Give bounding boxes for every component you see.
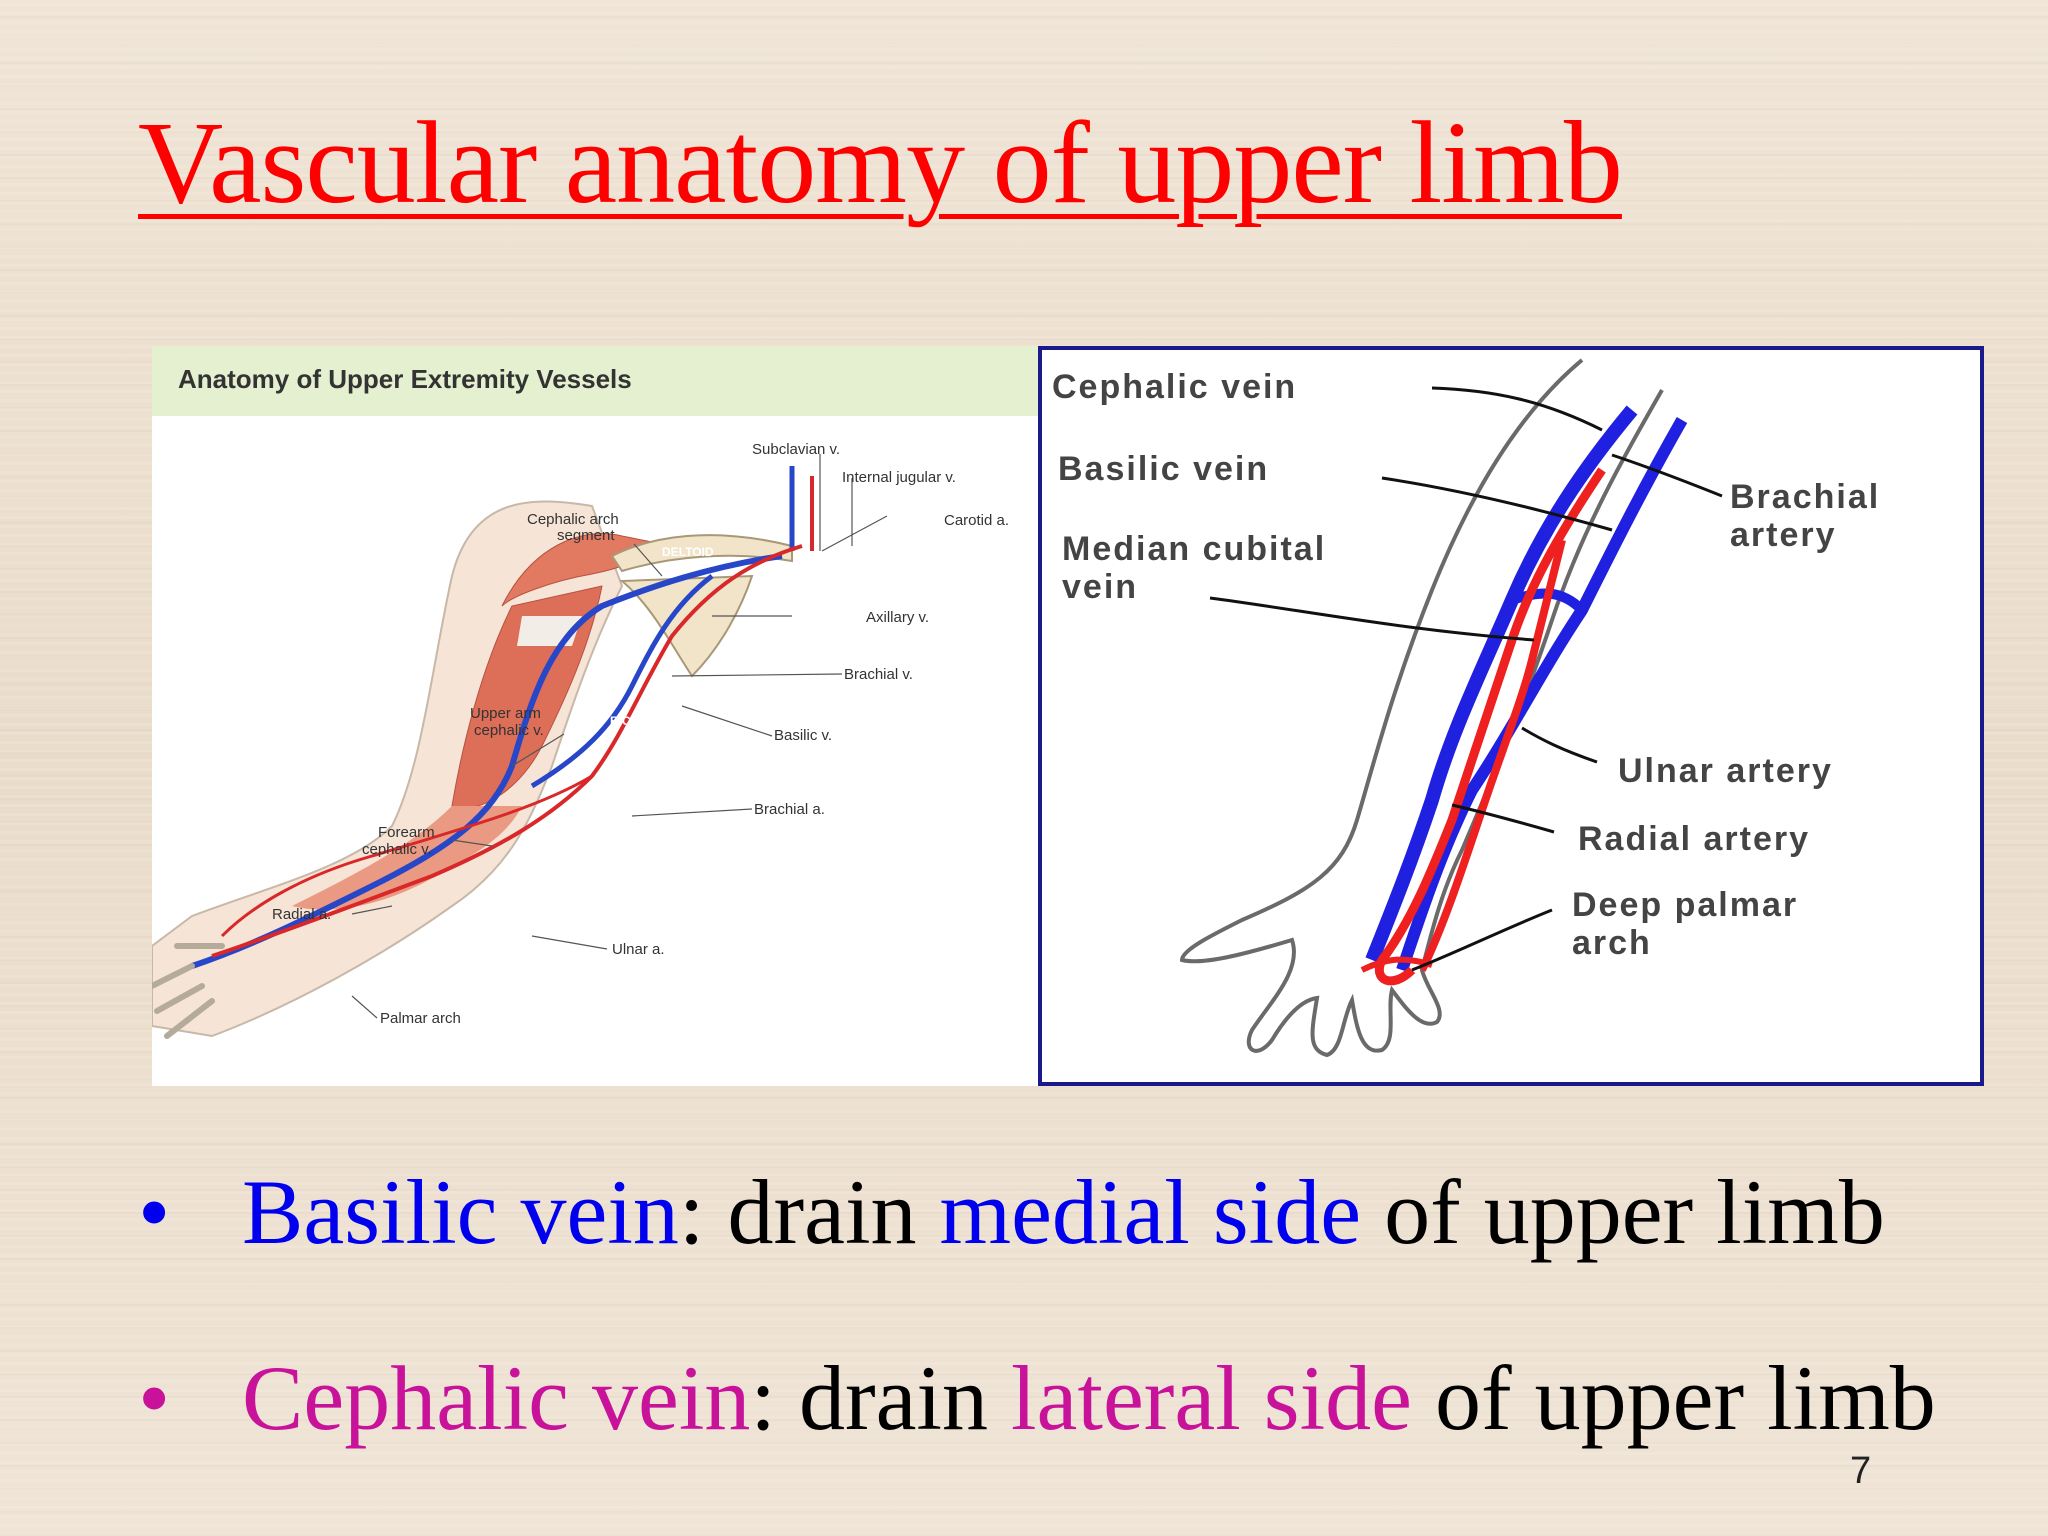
lateral-side-highlight: lateral side	[1010, 1347, 1413, 1449]
page-number: 7	[1850, 1450, 1872, 1492]
label-radial: Radial a.	[272, 906, 331, 923]
medial-side-highlight: medial side	[939, 1161, 1362, 1263]
bullet-rest: of upper limb	[1412, 1347, 1936, 1449]
label-forearm-2: cephalic v.	[362, 841, 432, 858]
label-deltoid: DELTOID	[662, 545, 714, 559]
label-subclavian: Subclavian v.	[752, 441, 840, 458]
bullet-cephalic-vein: •Cephalic vein: drain lateral side of up…	[138, 1352, 1936, 1444]
label-upper-arm-1: Upper arm	[470, 705, 541, 722]
label-deep-palmar-2: arch	[1572, 924, 1652, 962]
label-brachial-1: Brachial	[1730, 478, 1880, 516]
label-cephalic-arch-2: segment	[557, 527, 615, 544]
left-arm-illustration: Subclavian v. Internal jugular v. Caroti…	[152, 441, 1009, 1039]
bullet-separator: : drain	[750, 1347, 1011, 1449]
label-basilic: Basilic v.	[774, 727, 832, 744]
label-ulnar-artery: Ulnar artery	[1618, 752, 1833, 790]
label-basilic-vein: Basilic vein	[1058, 450, 1269, 488]
bullet-basilic-vein: •Basilic vein: drain medial side of uppe…	[138, 1166, 1885, 1258]
label-median-cubital-2: vein	[1062, 568, 1138, 606]
slide-title: Vascular anatomy of upper limb	[138, 97, 1623, 228]
label-cephalic-vein: Cephalic vein	[1052, 368, 1297, 406]
upper-extremity-vessels-figure: Anatomy of Upper Extremity Vessels	[152, 346, 1040, 1086]
label-palmar: Palmar arch	[380, 1010, 461, 1027]
label-ulnar: Ulnar a.	[612, 941, 665, 958]
label-carotid: Carotid a.	[944, 512, 1009, 529]
label-median-cubital-1: Median cubital	[1062, 530, 1326, 568]
label-axillary: Axillary v.	[866, 609, 929, 626]
bullet-marker: •	[138, 1347, 171, 1449]
arm-vessels-schematic: Cephalic vein Basilic vein Median cubita…	[1038, 346, 1984, 1086]
basilic-vein-term: Basilic vein	[242, 1161, 679, 1263]
label-radial-artery: Radial artery	[1578, 820, 1810, 858]
label-forearm-1: Forearm	[378, 824, 435, 841]
label-brachial-v: Brachial v.	[844, 666, 913, 683]
label-cephalic-arch-1: Cephalic arch	[527, 511, 619, 528]
label-brachial-a: Brachial a.	[754, 801, 825, 818]
label-internal-jugular: Internal jugular v.	[842, 469, 956, 486]
bullet-rest: of upper limb	[1361, 1161, 1885, 1263]
figure-heading-bar: Anatomy of Upper Extremity Vessels	[152, 346, 1040, 416]
right-arm-illustration: Cephalic vein Basilic vein Median cubita…	[1052, 358, 1880, 1058]
label-biceps: BICEPS	[610, 714, 655, 728]
label-deep-palmar-1: Deep palmar	[1572, 886, 1798, 924]
label-brachial-2: artery	[1730, 516, 1837, 554]
cephalic-vein-term: Cephalic vein	[242, 1347, 751, 1449]
bullet-separator: : drain	[678, 1161, 940, 1263]
bullet-marker: •	[138, 1161, 171, 1263]
figure-heading: Anatomy of Upper Extremity Vessels	[178, 364, 632, 394]
label-upper-arm-2: cephalic v.	[474, 722, 544, 739]
